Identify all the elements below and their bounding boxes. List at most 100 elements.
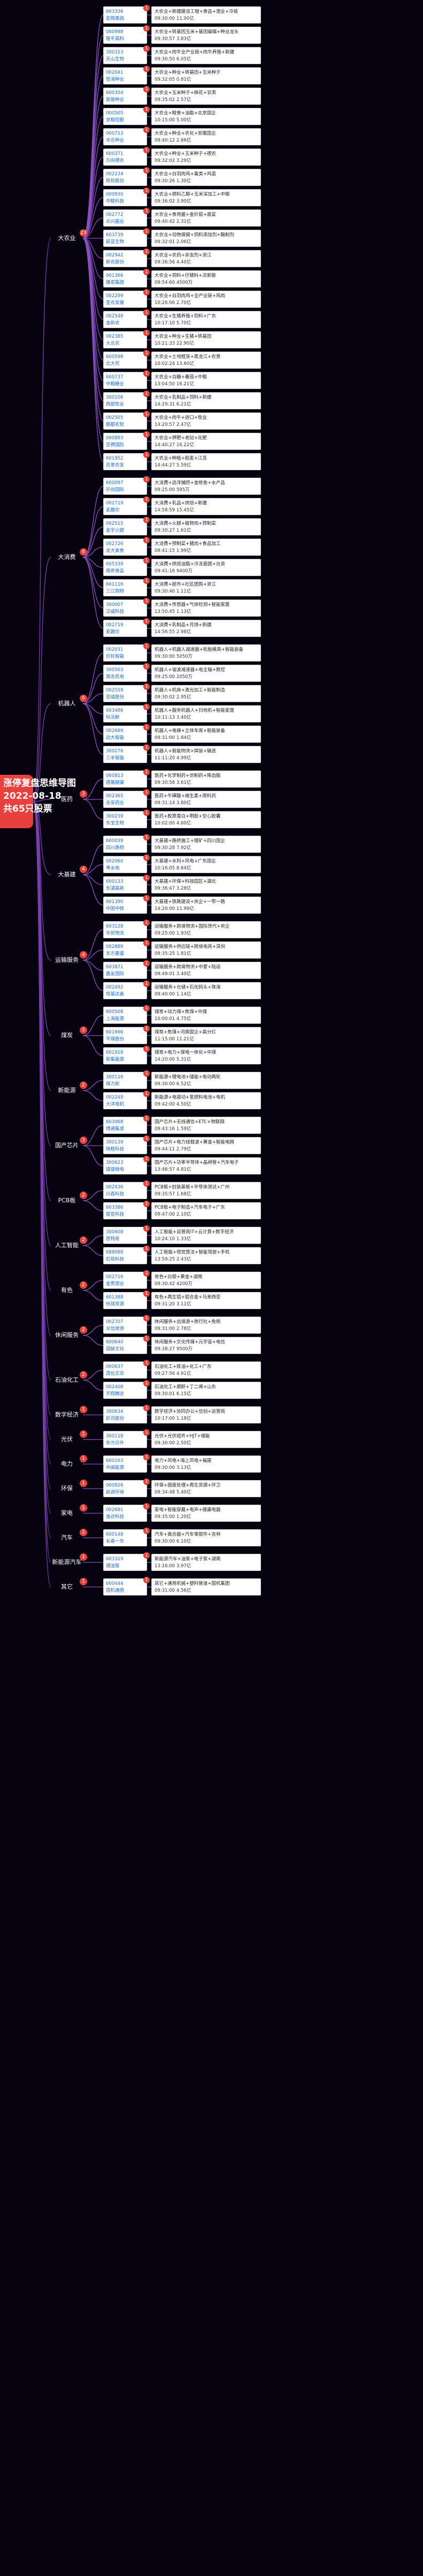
stock-reason-node[interactable]: 机器人+智能物流+焊装+输送11:11:20 4.99亿: [151, 746, 261, 763]
stock-reason-node[interactable]: 大农业+白羽肉鸡+禽类+鸡苗09:30:26 1.30亿: [151, 169, 261, 186]
stock-node[interactable]: 603739蔚蓝生物1: [103, 228, 150, 247]
stock-node[interactable]: 000713丰乐种业1: [103, 127, 150, 145]
stock-reason-node[interactable]: 环保+固废处理+再生资源+环卫09:34:48 5.40亿: [151, 1480, 261, 1497]
stock-reason-node[interactable]: 新能源汽车+油泵+电子泵+湖南13:16:00 3.97亿: [151, 1554, 261, 1571]
stock-reason-node[interactable]: 大农业+燃料乙醇+玉米深加工+中粮09:36:02 3.90亿: [151, 189, 261, 206]
stock-node[interactable]: 600097开创国际1: [103, 476, 150, 495]
stock-node[interactable]: 000998隆平高科1: [103, 25, 150, 44]
category-node[interactable]: 大消费8: [51, 548, 87, 563]
stock-reason-node[interactable]: 大消费+传感器+气体检测+智能家居13:50:45 1.13亿: [151, 600, 261, 617]
stock-node[interactable]: 002726龙大美食1: [103, 537, 150, 556]
stock-node[interactable]: 300239东宝生物1: [103, 810, 150, 828]
stock-reason-node[interactable]: 煤炭+电力+煤电一体化+中煤14:20:00 5.31亿: [151, 1047, 261, 1064]
category-node[interactable]: 其它1: [51, 1578, 87, 1593]
stock-node[interactable]: 300276三丰智能1: [103, 744, 150, 763]
category-node[interactable]: 煤炭3: [51, 1026, 87, 1041]
stock-reason-node[interactable]: 机器人+机器人减速器+轮胎模具+智能装备09:30:00 5050万: [151, 644, 261, 661]
stock-reason-node[interactable]: 大农业+土地租赁+黑龙江+农垦10:02:24 13.60亿: [151, 352, 261, 369]
stock-node[interactable]: 300503昊志机电1: [103, 663, 150, 682]
stock-node[interactable]: 600444国机通用1: [103, 1577, 150, 1596]
stock-reason-node[interactable]: 大农业+肉牛+进口+牧业14:20:57 2.47亿: [151, 413, 261, 430]
stock-node[interactable]: 300313天山生物1: [103, 45, 150, 64]
category-node[interactable]: 新能源汽车1: [51, 1553, 87, 1568]
category-node[interactable]: PCB板2: [51, 1192, 87, 1207]
stock-node[interactable]: 600133东湖高新1: [103, 875, 150, 893]
stock-node[interactable]: 002234民和股份1: [103, 167, 150, 186]
stock-node[interactable]: 601952苏垦农发1: [103, 452, 150, 470]
stock-node[interactable]: 002299圣农发展1: [103, 289, 150, 308]
stock-reason-node[interactable]: 国产芯片+电力线载波+黄金+智能电网09:44:11 2.79亿: [151, 1137, 261, 1154]
stock-node[interactable]: 002559亚威股份1: [103, 683, 150, 702]
stock-reason-node[interactable]: 大农业+粮食+油脂+北京国企10:15:00 5.00亿: [151, 108, 261, 125]
stock-node[interactable]: 002707众信旅游1: [103, 1315, 150, 1334]
stock-node[interactable]: 300139晓程科技1: [103, 1135, 150, 1154]
stock-node[interactable]: 603386骏亚科技1: [103, 1201, 150, 1219]
stock-reason-node[interactable]: 电力+风电+海上风电+福建09:30:00 3.13亿: [151, 1456, 261, 1473]
stock-node[interactable]: 601918新集能源1: [103, 1046, 150, 1064]
stock-reason-node[interactable]: 大消费+超市+社区团购+浙江09:30:40 1.11亿: [151, 579, 261, 596]
stock-reason-node[interactable]: 有色+再生铝+铝合金+马来西亚09:31:20 3.11亿: [151, 1292, 261, 1309]
stock-reason-node[interactable]: 大农业+乳制品+饲料+新疆14:29:31 6.21亿: [151, 392, 261, 409]
stock-reason-node[interactable]: 大消费+预制菜+猪肉+食品加工09:41:15 1.99亿: [151, 539, 261, 556]
stock-reason-node[interactable]: 有色+白银+黄金+湖南09:30:42 4200万: [151, 1272, 261, 1289]
stock-node[interactable]: 603128华贸物流1: [103, 920, 150, 938]
stock-node[interactable]: 601116三江购物1: [103, 578, 150, 596]
stock-reason-node[interactable]: 医药+牛磺酸+维生素+原料药09:31:14 3.80亿: [151, 791, 261, 808]
category-node[interactable]: 新能源2: [51, 1081, 87, 1096]
stock-reason-node[interactable]: 大基建+路桥施工+锂矿+四川国企09:30:28 7.92亿: [151, 836, 261, 853]
stock-reason-node[interactable]: 大农业+肉牛全产业链+肉牛养殖+新疆09:30:50 6.05亿: [151, 47, 261, 64]
stock-node[interactable]: 002505鹏都农牧1: [103, 411, 150, 430]
stock-node[interactable]: 300007汉威科技1: [103, 598, 150, 617]
stock-reason-node[interactable]: 人工智能+视觉算法+智能驾驶+手机13:59:25 2.43亿: [151, 1247, 261, 1264]
stock-node[interactable]: 002515金字火腿1: [103, 517, 150, 535]
stock-reason-node[interactable]: 大农业+种业+生猪+转基因10:21:33 22.90亿: [151, 331, 261, 348]
stock-reason-node[interactable]: 光伏+光伏组件+HJT+储能09:30:00 2.50亿: [151, 1431, 261, 1448]
stock-node[interactable]: 600737中粮糖业1: [103, 370, 150, 389]
stock-reason-node[interactable]: 运输服务+跨境物流+国际货代+央企09:25:00 1.93亿: [151, 921, 261, 938]
stock-node[interactable]: 300623捷捷微电1: [103, 1156, 150, 1174]
stock-reason-node[interactable]: 大农业+种植+稻麦+江苏14:44:27 5.59亿: [151, 453, 261, 470]
stock-node[interactable]: 002772众兴菌业1: [103, 208, 150, 227]
stock-node[interactable]: 000893亚钾国际1: [103, 431, 150, 450]
category-node[interactable]: 汽车1: [51, 1529, 87, 1544]
category-node[interactable]: 运输服务4: [51, 951, 87, 966]
stock-node[interactable]: 002719麦趣尔1: [103, 618, 150, 637]
category-node[interactable]: 光伏1: [51, 1430, 87, 1445]
stock-node[interactable]: 600163中闽能源1: [103, 1454, 150, 1473]
stock-node[interactable]: 600371万向德农1: [103, 147, 150, 166]
stock-node[interactable]: 002889东方嘉盛1: [103, 940, 150, 959]
stock-reason-node[interactable]: 机器人+电梯+立体车库+智能装备09:31:00 1.84亿: [151, 726, 261, 743]
stock-reason-node[interactable]: 其它+通用机械+塑料管道+国机集团09:31:00 4.56亿: [151, 1578, 261, 1596]
stock-node[interactable]: 002031巨轮智能1: [103, 643, 150, 661]
stock-reason-node[interactable]: 休闲服务+文化传媒+元宇宙+电信09:38:27 9500万: [151, 1337, 261, 1354]
stock-reason-node[interactable]: 大消费+乳制品+月饼+新疆14:56:55 2.98亿: [151, 620, 261, 637]
stock-reason-node[interactable]: 石油化工+顺酐+丁二烯+山东09:30:01 6.15亿: [151, 1382, 261, 1399]
stock-reason-node[interactable]: 大农业+动物保健+饲料添加剂+酶制剂09:32:01 2.06亿: [151, 230, 261, 247]
stock-reason-node[interactable]: 大农业+饲料+仔猪料+次新股09:54:60 4500万: [151, 270, 261, 287]
stock-node[interactable]: 000930中粮科技1: [103, 188, 150, 206]
category-node[interactable]: 家电1: [51, 1504, 87, 1519]
stock-node[interactable]: 600354敦煌种业1: [103, 86, 150, 105]
stock-node[interactable]: 002548金新农1: [103, 309, 150, 328]
stock-node[interactable]: 601388怡球资源1: [103, 1290, 150, 1309]
stock-node[interactable]: 002060粤水电1: [103, 854, 150, 873]
stock-reason-node[interactable]: 大消费+烘焙油脂+冷冻面团+台资09:41:16 9400万: [151, 559, 261, 576]
stock-node[interactable]: 000637茂化实华1: [103, 1360, 150, 1379]
stock-reason-node[interactable]: 大基建+铁路建设+央企+一带一路14:20:00 11.99亿: [151, 897, 261, 914]
stock-reason-node[interactable]: 运输服务+供应链+跨境电商+深圳09:35:25 1.81亿: [151, 941, 261, 959]
stock-reason-node[interactable]: 大农业+转基因玉米+基因编辑+种业龙头09:30:57 3.83亿: [151, 27, 261, 44]
stock-reason-node[interactable]: 大消费+火腿+植物肉+预制菜09:30:27 1.61亿: [151, 518, 261, 535]
stock-reason-node[interactable]: 大农业+新疆建设工程+食品+酒业+冷链09:30:00 11.00亿: [151, 6, 261, 24]
stock-reason-node[interactable]: 人工智能+运营商IT+云计算+数字经济10:24:10 1.33亿: [151, 1227, 261, 1244]
stock-node[interactable]: 688088虹软科技1: [103, 1246, 150, 1264]
category-node[interactable]: 机器人6: [51, 695, 87, 710]
stock-node[interactable]: 601390中国中铁1: [103, 895, 150, 914]
stock-reason-node[interactable]: 运输服务+跨境物流+中蒙+陆运09:49:01 3.40亿: [151, 962, 261, 979]
stock-reason-node[interactable]: 医药+胶原蛋白+明胶+空心胶囊10:02:00 4.60亿: [151, 811, 261, 828]
stock-node[interactable]: 603068博通集成1: [103, 1115, 150, 1134]
stock-node[interactable]: 002041登海种业1: [103, 66, 150, 84]
stock-reason-node[interactable]: 新能源+电驱动+氢燃料电池+电机09:42:00 4.50亿: [151, 1092, 261, 1109]
stock-node[interactable]: 600508上海能源1: [103, 1005, 150, 1024]
stock-node[interactable]: 603336宏辉果蔬1: [103, 5, 150, 24]
category-node[interactable]: 电力1: [51, 1455, 87, 1470]
